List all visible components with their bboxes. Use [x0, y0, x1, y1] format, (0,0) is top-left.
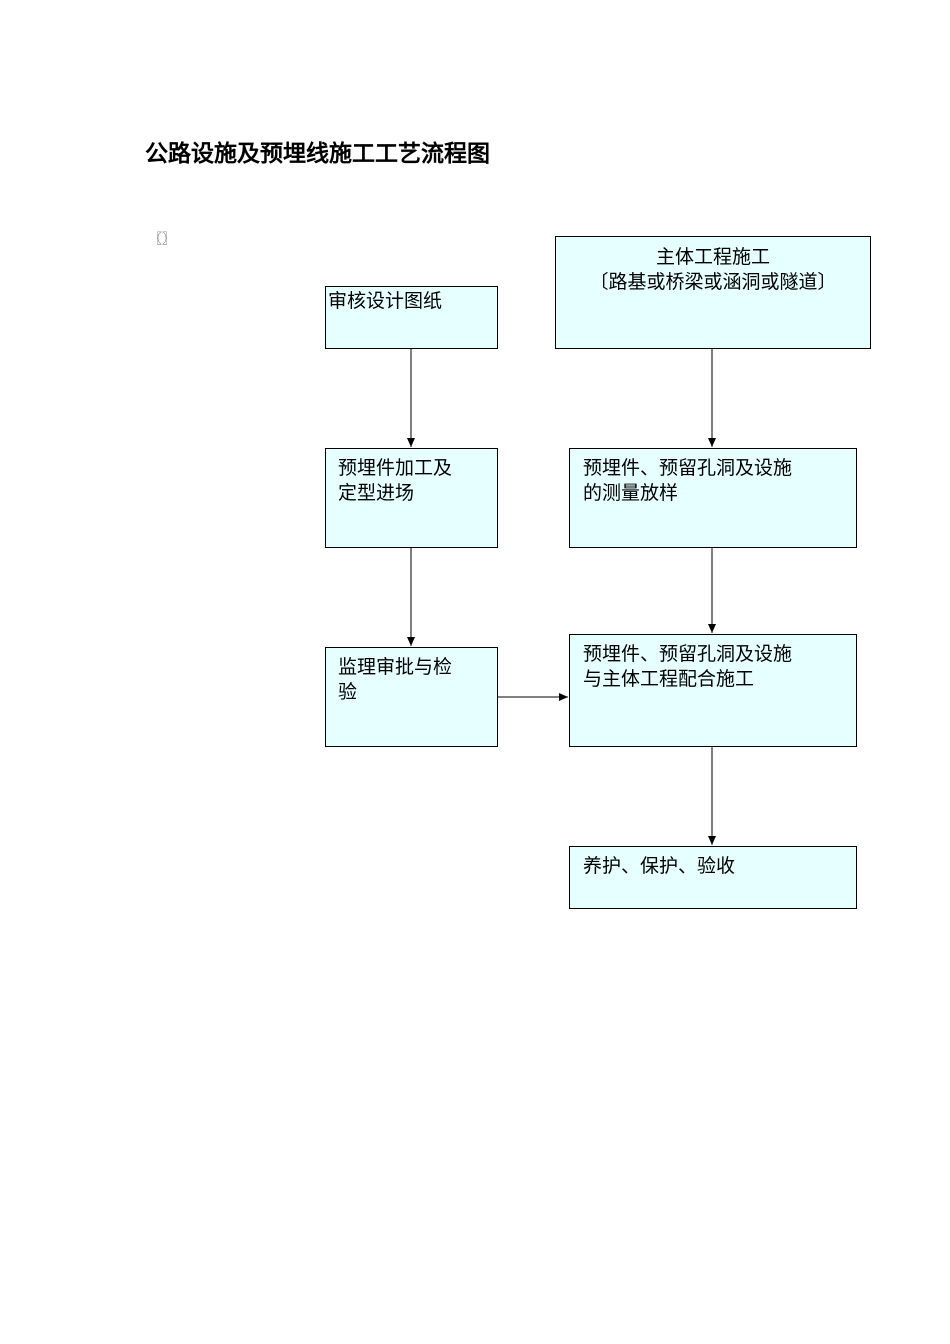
bracket-mark: 〖〗	[149, 232, 176, 247]
node-fabricate: 预埋件加工及 定型进场	[325, 448, 498, 548]
node-survey: 预埋件、预留孔洞及设施 的测量放样	[569, 448, 857, 548]
node-text: 定型进场	[338, 482, 415, 504]
node-text: 预埋件、预留孔洞及设施	[583, 643, 793, 665]
node-text: 的测量放样	[583, 482, 679, 504]
node-text: 预埋件加工及	[338, 457, 453, 479]
node-text: 监理审批与检	[338, 656, 453, 678]
node-text: 与主体工程配合施工	[583, 668, 755, 690]
node-text: 〔路基或桥梁或涵洞或隧道〕	[589, 271, 837, 293]
node-text: 审核设计图纸	[328, 290, 443, 312]
node-text: 养护、保护、验收	[583, 855, 736, 877]
node-coordinate-construction: 预埋件、预留孔洞及设施 与主体工程配合施工	[569, 634, 857, 747]
node-review-drawings: 审核设计图纸	[325, 286, 498, 349]
node-supervisor-approval: 监理审批与检 验	[325, 647, 498, 747]
node-text: 主体工程施工	[655, 246, 770, 268]
node-text: 验	[338, 681, 358, 703]
page-title: 公路设施及预埋线施工工艺流程图	[145, 141, 490, 167]
node-curing-acceptance: 养护、保护、验收	[569, 846, 857, 909]
node-main-construction: 主体工程施工 〔路基或桥梁或涵洞或隧道〕	[555, 236, 871, 349]
node-text: 预埋件、预留孔洞及设施	[583, 457, 793, 479]
